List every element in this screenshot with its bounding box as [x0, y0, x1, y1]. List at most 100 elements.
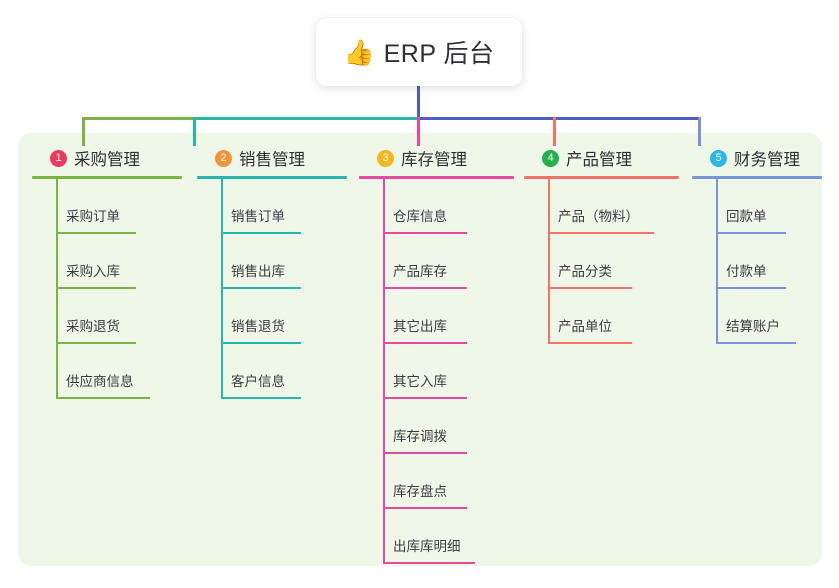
tree-item-label: 产品（物料）	[558, 209, 639, 224]
drop-purchase	[82, 117, 85, 146]
tree-item-underline	[56, 232, 136, 234]
tree-item-underline	[383, 507, 467, 509]
tree-item-label: 回款单	[726, 209, 767, 224]
root-stem-line	[417, 86, 420, 118]
tree-item[interactable]: 结算账户	[692, 289, 822, 344]
tree-item[interactable]: 销售退货	[197, 289, 347, 344]
column-spine-4	[548, 179, 550, 344]
column-3: 3 库存管理仓库信息产品库存其它出库其它入库库存调拨库存盘点出库库明细	[359, 146, 514, 564]
tree-item-underline	[56, 397, 150, 399]
tree-item[interactable]: 其它入库	[359, 344, 514, 399]
tree-item-label: 供应商信息	[66, 374, 134, 389]
column-items-1: 采购订单采购入库采购退货供应商信息	[32, 179, 182, 399]
column-spine-5	[716, 179, 718, 344]
column-underline-2	[197, 176, 347, 179]
tree-item[interactable]: 产品单位	[524, 289, 679, 344]
tree-item-label: 采购入库	[66, 264, 120, 279]
column-underline-3	[359, 176, 514, 179]
column-items-4: 产品（物料） 产品分类产品单位	[524, 179, 679, 344]
tree-item[interactable]: 采购入库	[32, 234, 182, 289]
tree-item-label: 销售订单	[231, 209, 285, 224]
column-header-5[interactable]: 5 财务管理	[692, 146, 822, 170]
tree-item-underline	[221, 232, 301, 234]
tree-item[interactable]: 库存调拨	[359, 399, 514, 454]
tree-item[interactable]: 销售订单	[197, 179, 347, 234]
tree-item-underline	[716, 287, 786, 289]
tree-item[interactable]: 仓库信息	[359, 179, 514, 234]
tree-item[interactable]: 采购订单	[32, 179, 182, 234]
column-title-5: 财务管理	[734, 151, 800, 169]
tree-item[interactable]: 付款单	[692, 234, 822, 289]
tree-item[interactable]: 产品库存	[359, 234, 514, 289]
column-title-4: 产品管理	[566, 151, 632, 169]
tree-item-underline	[548, 287, 632, 289]
root-node-card[interactable]: 👍 ERP 后台	[316, 18, 522, 86]
column-1: 1 采购管理采购订单采购入库采购退货供应商信息	[32, 146, 182, 399]
tree-item-label: 产品单位	[558, 319, 612, 334]
tree-item-label: 产品库存	[393, 264, 447, 279]
root-node-title: ERP 后台	[383, 40, 495, 68]
column-header-4[interactable]: 4 产品管理	[524, 146, 679, 170]
drop-finance	[698, 117, 701, 146]
tree-item-label: 其它入库	[393, 374, 447, 389]
tree-item-underline	[383, 562, 475, 564]
tree-item-underline	[221, 342, 301, 344]
column-items-5: 回款单付款单结算账户	[692, 179, 822, 344]
column-badge-4: 4	[542, 149, 559, 167]
tree-item-underline	[383, 342, 467, 344]
column-spine-3	[383, 179, 385, 564]
tree-item-underline	[716, 232, 786, 234]
column-badge-1: 1	[50, 149, 67, 167]
tree-item-underline	[383, 287, 467, 289]
drop-inventory	[417, 117, 420, 146]
bus-blue	[418, 117, 700, 120]
tree-item-label: 库存盘点	[393, 484, 447, 499]
tree-item-underline	[716, 342, 796, 344]
column-header-3[interactable]: 3 库存管理	[359, 146, 514, 170]
column-items-2: 销售订单销售出库销售退货客户信息	[197, 179, 347, 399]
content-panel	[18, 133, 822, 566]
thumbs-up-icon: 👍	[343, 37, 375, 67]
tree-item-label: 销售出库	[231, 264, 285, 279]
tree-item[interactable]: 销售出库	[197, 234, 347, 289]
column-badge-2: 2	[215, 149, 232, 167]
tree-item-label: 采购退货	[66, 319, 120, 334]
tree-item[interactable]: 供应商信息	[32, 344, 182, 399]
tree-item[interactable]: 出库库明细	[359, 509, 514, 564]
tree-item-label: 出库库明细	[393, 539, 461, 554]
tree-item[interactable]: 库存盘点	[359, 454, 514, 509]
column-4: 4 产品管理产品（物料） 产品分类产品单位	[524, 146, 679, 344]
column-spine-1	[56, 179, 58, 399]
column-title-3: 库存管理	[401, 151, 467, 169]
drop-sales	[193, 117, 196, 146]
tree-item-underline	[221, 397, 301, 399]
column-badge-3: 3	[377, 149, 394, 167]
tree-item[interactable]: 其它出库	[359, 289, 514, 344]
column-header-1[interactable]: 1 采购管理	[32, 146, 182, 170]
tree-item-underline	[548, 342, 632, 344]
column-badge-5: 5	[710, 149, 727, 167]
tree-item-underline	[56, 287, 136, 289]
tree-item-label: 库存调拨	[393, 429, 447, 444]
tree-item-label: 销售退货	[231, 319, 285, 334]
tree-item-label: 仓库信息	[393, 209, 447, 224]
tree-item-label: 产品分类	[558, 264, 612, 279]
tree-item-underline	[221, 287, 301, 289]
tree-item[interactable]: 回款单	[692, 179, 822, 234]
tree-item[interactable]: 产品分类	[524, 234, 679, 289]
column-underline-1	[32, 176, 182, 179]
tree-item-label: 客户信息	[231, 374, 285, 389]
tree-item[interactable]: 产品（物料）	[524, 179, 679, 234]
tree-item-label: 采购订单	[66, 209, 120, 224]
tree-item-underline	[548, 232, 654, 234]
tree-item-underline	[383, 232, 467, 234]
bus-green	[82, 117, 194, 120]
column-title-1: 采购管理	[74, 151, 140, 169]
tree-item[interactable]: 客户信息	[197, 344, 347, 399]
drop-product	[553, 117, 556, 146]
tree-item[interactable]: 采购退货	[32, 289, 182, 344]
tree-item-label: 其它出库	[393, 319, 447, 334]
tree-item-label: 结算账户	[726, 319, 780, 334]
